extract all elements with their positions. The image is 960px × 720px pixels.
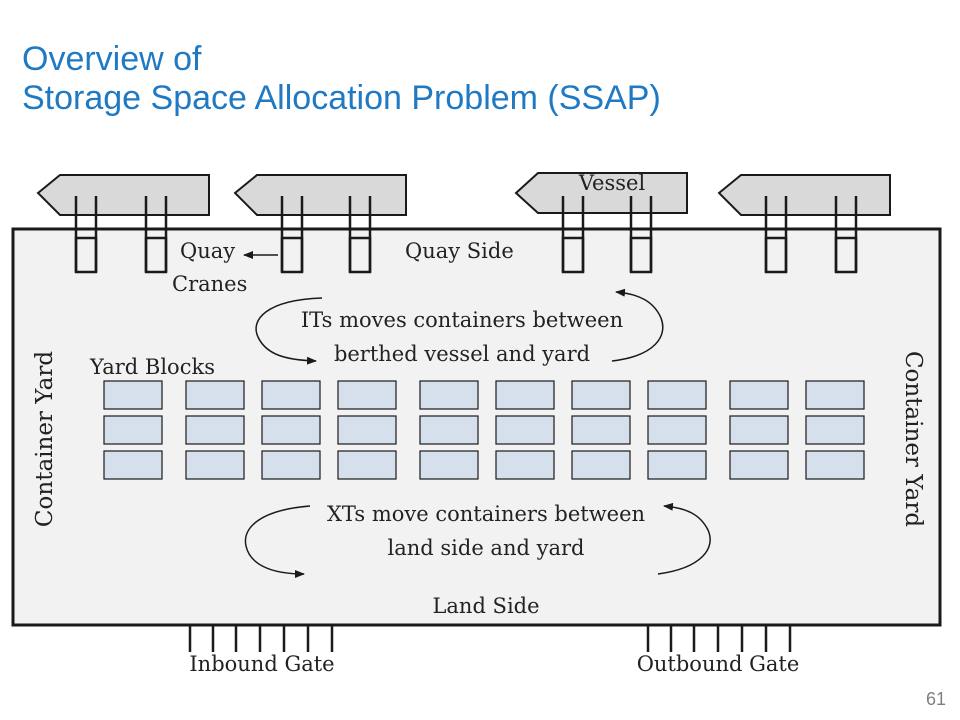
yard-block (805, 450, 865, 480)
slide-title: Overview of Storage Space Allocation Pro… (22, 40, 661, 118)
yard-block (103, 450, 163, 480)
yard-block (419, 450, 479, 480)
inbound-gate-label: Inbound Gate (189, 652, 334, 676)
quay-crane (144, 196, 168, 274)
yard-block (571, 415, 631, 445)
yard-block (729, 415, 789, 445)
xts-description-line-1: XTs move containers between (327, 502, 645, 526)
xts-description-line-2: land side and yard (388, 536, 585, 560)
yard-block (261, 415, 321, 445)
yard-block (261, 450, 321, 480)
yard-block (729, 450, 789, 480)
yard-blocks-grid (103, 380, 865, 480)
inbound-gate-lanes (188, 625, 334, 652)
outbound-gate-lanes (646, 625, 792, 652)
quay-crane (280, 196, 304, 274)
yard-block (729, 380, 789, 410)
vessel-4 (717, 174, 891, 216)
quay-crane (561, 196, 585, 274)
yard-block (571, 450, 631, 480)
yard-block (103, 380, 163, 410)
quay-crane (764, 196, 788, 274)
yard-block (337, 380, 397, 410)
title-line-2: Storage Space Allocation Problem (SSAP) (22, 79, 661, 117)
its-arrow-right (611, 288, 664, 362)
its-arrow-left (255, 297, 323, 365)
page-number: 61 (925, 689, 946, 709)
container-yard-label-right: Container Yard (900, 351, 926, 527)
quay-crane (74, 196, 98, 274)
quay-cranes-label-line-2: Cranes (172, 272, 247, 296)
quay-side-label: Quay Side (405, 239, 514, 263)
yard-block (495, 450, 555, 480)
yard-block (103, 415, 163, 445)
yard-block (647, 450, 707, 480)
quay-crane (348, 196, 372, 274)
yard-block (805, 380, 865, 410)
yard-block (495, 415, 555, 445)
yard-block (185, 380, 245, 410)
container-yard-label-left: Container Yard (32, 351, 58, 527)
title-line-1: Overview of (22, 40, 202, 78)
yard-block (805, 415, 865, 445)
quay-crane (629, 196, 653, 274)
yard-block (419, 380, 479, 410)
quay-cranes-label-line-1: Quay (180, 239, 235, 263)
yard-block (337, 450, 397, 480)
vessel-3 (514, 172, 688, 214)
yard-block (185, 450, 245, 480)
vessel-2 (233, 174, 407, 216)
quay-crane (834, 196, 858, 274)
yard-block (571, 380, 631, 410)
yard-blocks-label: Yard Blocks (89, 355, 215, 379)
xts-arrow-right (657, 502, 711, 575)
vessel-label: Vessel (578, 171, 646, 195)
xts-arrow-left (244, 505, 311, 578)
its-description-line-1: ITs moves containers between (301, 308, 623, 332)
its-description-line-2: berthed vessel and yard (334, 342, 590, 366)
vessel-1 (36, 174, 210, 216)
yard-block (261, 380, 321, 410)
yard-block (647, 415, 707, 445)
land-side-label: Land Side (432, 594, 539, 618)
yard-block (185, 415, 245, 445)
outbound-gate-label: Outbound Gate (637, 652, 800, 676)
quay-cranes (74, 196, 858, 274)
yard-block (495, 380, 555, 410)
yard-block (419, 415, 479, 445)
yard-block (337, 415, 397, 445)
yard-block (647, 380, 707, 410)
